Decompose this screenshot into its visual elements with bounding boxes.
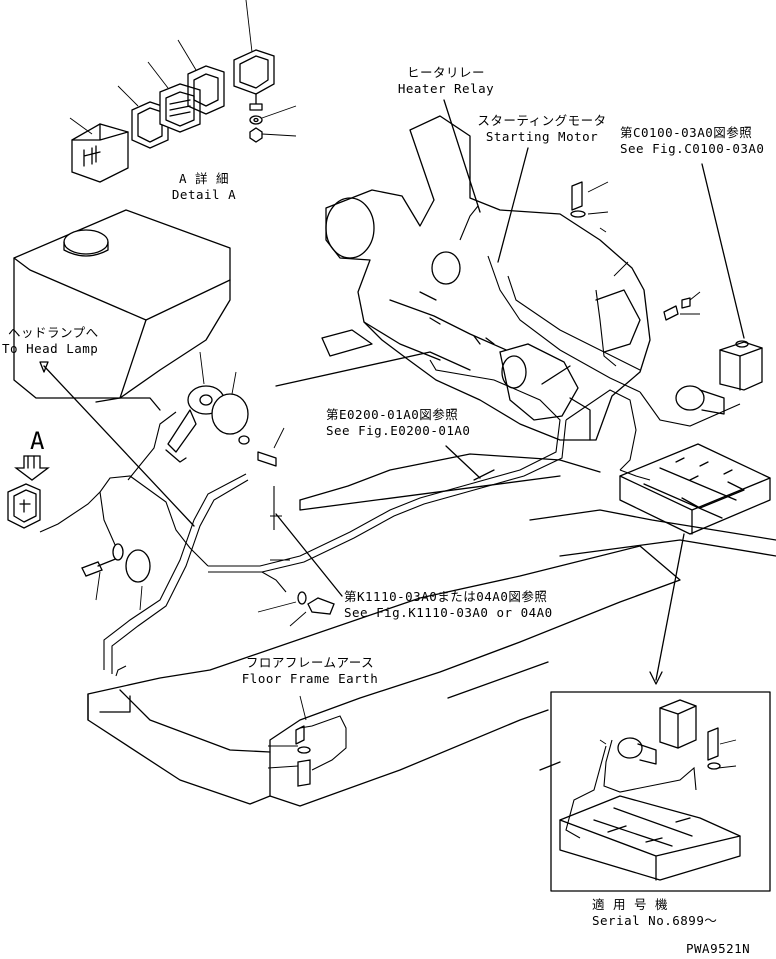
- wiring-harness: [39, 205, 741, 677]
- to-head-lamp-label-en: To Head Lamp: [2, 341, 99, 356]
- detail-a-label-jp: A 詳 細: [178, 171, 230, 186]
- ref-k1110-label-en: See Fig.K1110-03A0 or 04A0: [344, 605, 553, 620]
- ref-c0100-label-jp: 第C0100-03A0図参照: [620, 125, 753, 140]
- ref-e0200-label-jp: 第E0200-01A0図参照: [326, 407, 459, 422]
- ref-c0100-label-en: See Fig.C0100-03A0: [620, 141, 765, 156]
- ref-k1110-label-jp: 第K1110-03A0または04A0図参照: [344, 589, 548, 604]
- fuel-tank: [13, 209, 231, 411]
- starting-motor-label-en: Starting Motor: [485, 129, 599, 144]
- heater-relay-label-en: Heater Relay: [397, 81, 495, 96]
- detail-a-head-lamp-parts: [69, 0, 297, 183]
- ref-e0200-label-en: See Fig.E0200-01A0: [326, 423, 471, 438]
- machine-frame: [87, 329, 776, 807]
- leader-lines: [39, 99, 745, 685]
- floor-earth-label-en: Floor Frame Earth: [241, 671, 379, 686]
- heater-relay-label-jp: ヒータリレー: [406, 65, 485, 80]
- serial-label-en: Serial No.6899～: [592, 913, 718, 928]
- starting-motor-label-jp: スターティングモータ: [477, 113, 607, 128]
- relay-and-battery: [570, 181, 771, 535]
- detail-a-label-en: Detail A: [171, 187, 237, 202]
- serial-label-jp: 適 用 号 機: [591, 897, 669, 912]
- frame-fasteners: [7, 455, 347, 787]
- engine: [325, 115, 651, 441]
- floor-earth-label-jp: フロアフレームアース: [245, 655, 375, 670]
- drawing-number: PWA9521N: [686, 941, 751, 956]
- inset-serial-detail: [550, 691, 771, 892]
- horn-assembly: [165, 351, 285, 467]
- to-head-lamp-label-jp: ヘッドランプへ: [8, 325, 99, 340]
- callout-a-label: A: [30, 427, 45, 455]
